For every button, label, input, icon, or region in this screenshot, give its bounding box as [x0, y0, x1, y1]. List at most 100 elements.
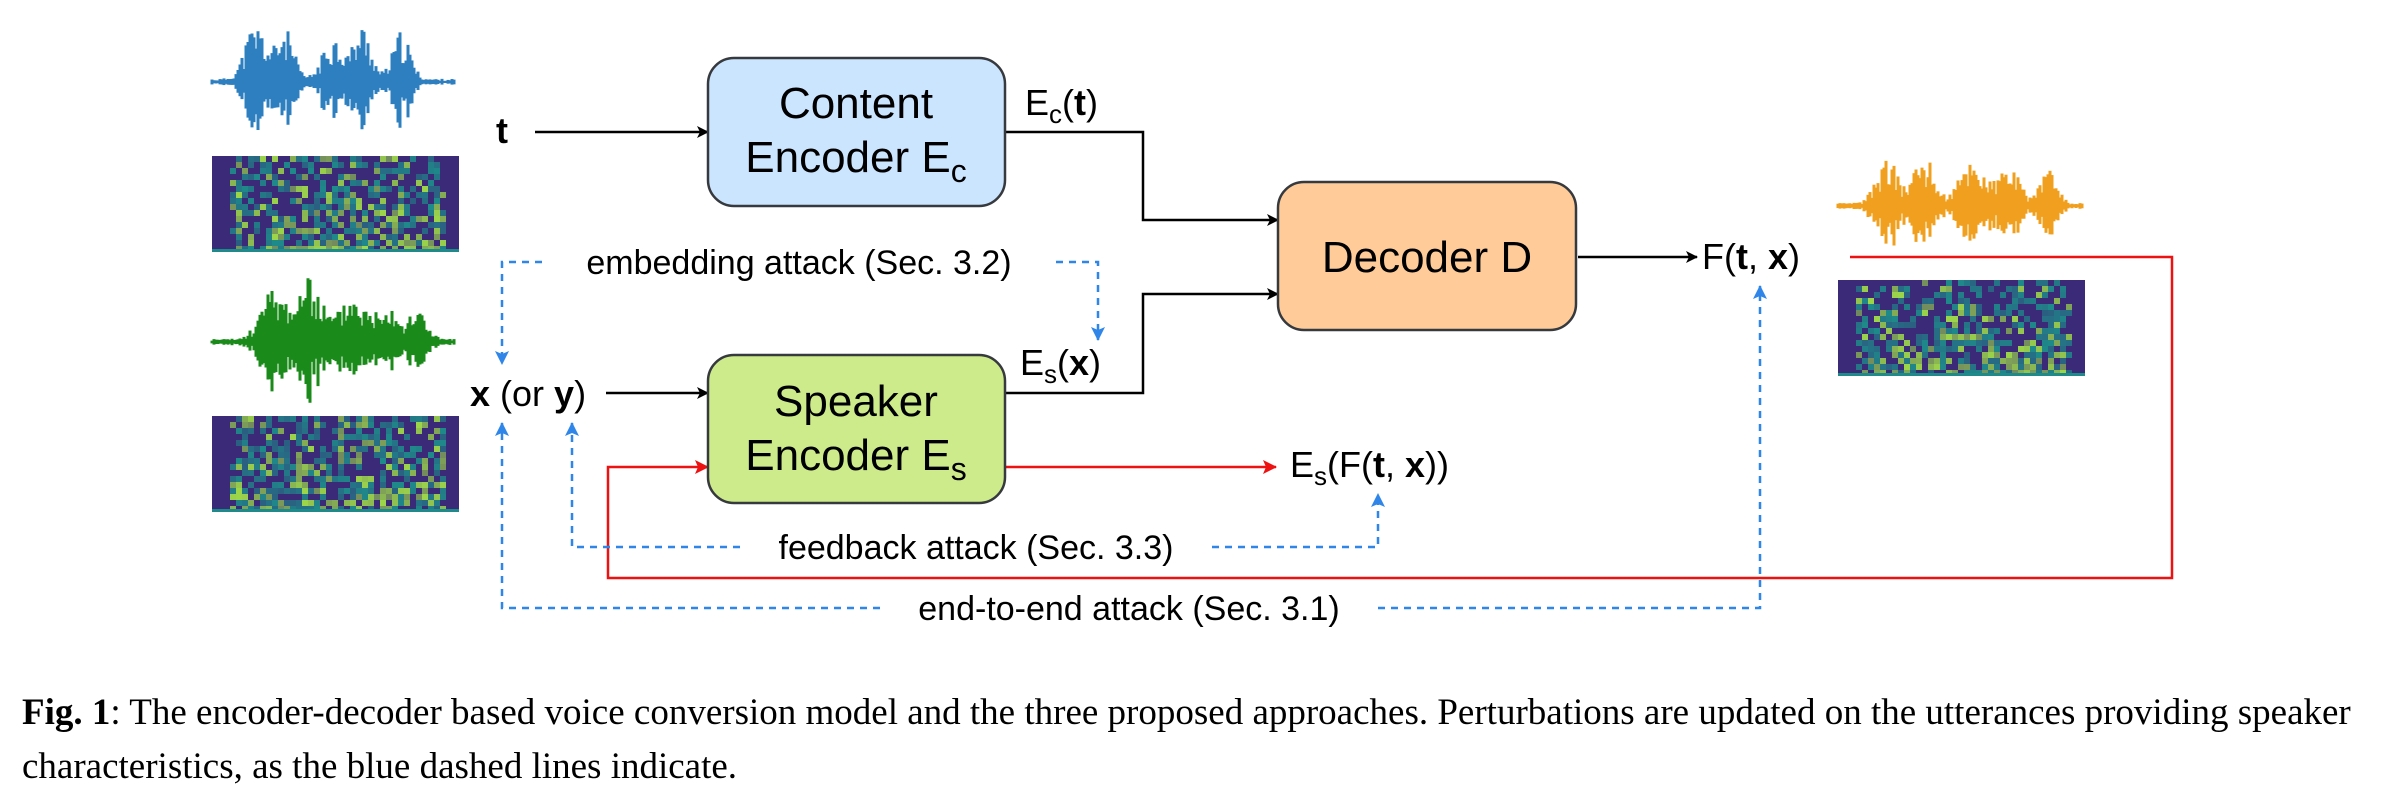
spectrogram-cell — [1922, 304, 1928, 310]
spectrogram-cell — [386, 240, 392, 246]
spectrogram-cell — [1946, 328, 1952, 334]
spectrogram-cell — [1856, 328, 1862, 334]
spectrogram-cell — [320, 446, 326, 452]
spectrogram-cell — [410, 452, 416, 458]
spectrogram-cell — [1958, 310, 1964, 316]
spectrogram-cell — [1976, 322, 1982, 328]
spectrogram-cell — [248, 428, 254, 434]
spectrogram-cell — [1934, 340, 1940, 346]
spectrogram-cell — [266, 422, 272, 428]
spectrogram-cell — [332, 428, 338, 434]
spectrogram-cell — [344, 476, 350, 482]
spectrogram-cell — [392, 234, 398, 240]
spectrogram-cell — [362, 240, 368, 246]
spectrogram-cell — [278, 500, 284, 506]
spectrogram-cell — [392, 494, 398, 500]
spectrogram-cell — [272, 428, 278, 434]
spectrogram-cell — [434, 192, 440, 198]
spectrogram-cell — [392, 180, 398, 186]
spectrogram-cell — [2066, 334, 2072, 340]
spectrogram-cell — [428, 434, 434, 440]
spectrogram-cell — [1994, 280, 2000, 286]
spectrogram-cell — [272, 500, 278, 506]
spectrogram-cell — [344, 186, 350, 192]
spectrogram-cell — [272, 156, 278, 162]
spectrogram-cell — [290, 186, 296, 192]
spectrogram-x-image — [212, 416, 459, 512]
spectrogram-cell — [314, 416, 320, 422]
spectrogram-cell — [404, 470, 410, 476]
spectrogram-cell — [356, 428, 362, 434]
spectrogram-cell — [248, 210, 254, 216]
spectrogram-cell — [296, 470, 302, 476]
spectrogram-cell — [2030, 346, 2036, 352]
spectrogram-cell — [296, 476, 302, 482]
spectrogram-cell — [314, 428, 320, 434]
spectrogram-cell — [278, 428, 284, 434]
spectrogram-cell — [1970, 316, 1976, 322]
spectrogram-cell — [2054, 364, 2060, 370]
spectrogram-cell — [440, 494, 446, 500]
spectrogram-cell — [1952, 328, 1958, 334]
spectrogram-cell — [1970, 334, 1976, 340]
spectrogram-cell — [248, 464, 254, 470]
spectrogram-cell — [278, 168, 284, 174]
spectrogram-cell — [362, 476, 368, 482]
spectrogram-cell — [416, 216, 422, 222]
spectrogram-cell — [302, 174, 308, 180]
spectrogram-cell — [434, 416, 440, 422]
waveform-t-image — [210, 30, 456, 130]
spectrogram-cell — [302, 446, 308, 452]
spectrogram-cell — [398, 168, 404, 174]
spectrogram-cell — [362, 488, 368, 494]
spectrogram-cell — [422, 470, 428, 476]
spectrogram-cell — [440, 216, 446, 222]
spectrogram-cell — [344, 228, 350, 234]
spectrogram-cell — [260, 180, 266, 186]
spectrogram-cell — [362, 482, 368, 488]
spectrogram-cell — [290, 488, 296, 494]
dashed-arrows — [495, 260, 1767, 610]
spectrogram-cell — [362, 434, 368, 440]
spectrogram-cell — [302, 216, 308, 222]
spectrogram-cell — [302, 470, 308, 476]
spectrogram-cell — [296, 186, 302, 192]
spectrogram-cell — [278, 222, 284, 228]
spectrogram-cell — [398, 482, 404, 488]
spectrogram-cell — [398, 204, 404, 210]
spectrogram-cell — [332, 234, 338, 240]
spectrogram-cell — [344, 500, 350, 506]
spectrogram-cell — [380, 204, 386, 210]
spectrogram-cell — [314, 228, 320, 234]
spectrogram-cell — [302, 156, 308, 162]
spectrogram-cell — [440, 452, 446, 458]
spectrogram-cell — [1982, 364, 1988, 370]
spectrogram-cell — [236, 198, 242, 204]
spectrogram-cell — [326, 228, 332, 234]
spectrogram-cell — [284, 416, 290, 422]
spectrogram-cell — [398, 422, 404, 428]
spectrogram-cell — [260, 422, 266, 428]
spectrogram-cell — [302, 428, 308, 434]
spectrogram-cell — [440, 464, 446, 470]
spectrogram-cell — [2042, 316, 2048, 322]
spectrogram-cell — [1892, 352, 1898, 358]
spectrogram-cell — [398, 162, 404, 168]
spectrogram-cell — [2060, 364, 2066, 370]
spectrogram-cell — [302, 464, 308, 470]
spectrogram-cell — [332, 156, 338, 162]
spectrogram-cell — [302, 210, 308, 216]
spectrogram-cell — [1934, 328, 1940, 334]
spectrogram-cell — [1994, 364, 2000, 370]
content-encoder-box — [706, 56, 1007, 208]
spectrogram-cell — [386, 452, 392, 458]
spectrogram-cell — [2030, 298, 2036, 304]
spectrogram-cell — [1970, 286, 1976, 292]
content-encoder-label-line2: Encoder Ec — [745, 133, 966, 189]
spectrogram-cell — [2048, 322, 2054, 328]
spectrogram-cell — [1934, 316, 1940, 322]
spectrogram-cell — [1988, 286, 1994, 292]
arrow-content-encoder-to-decoder — [1005, 130, 1279, 226]
spectrogram-cell — [428, 210, 434, 216]
spectrogram-cell — [290, 168, 296, 174]
